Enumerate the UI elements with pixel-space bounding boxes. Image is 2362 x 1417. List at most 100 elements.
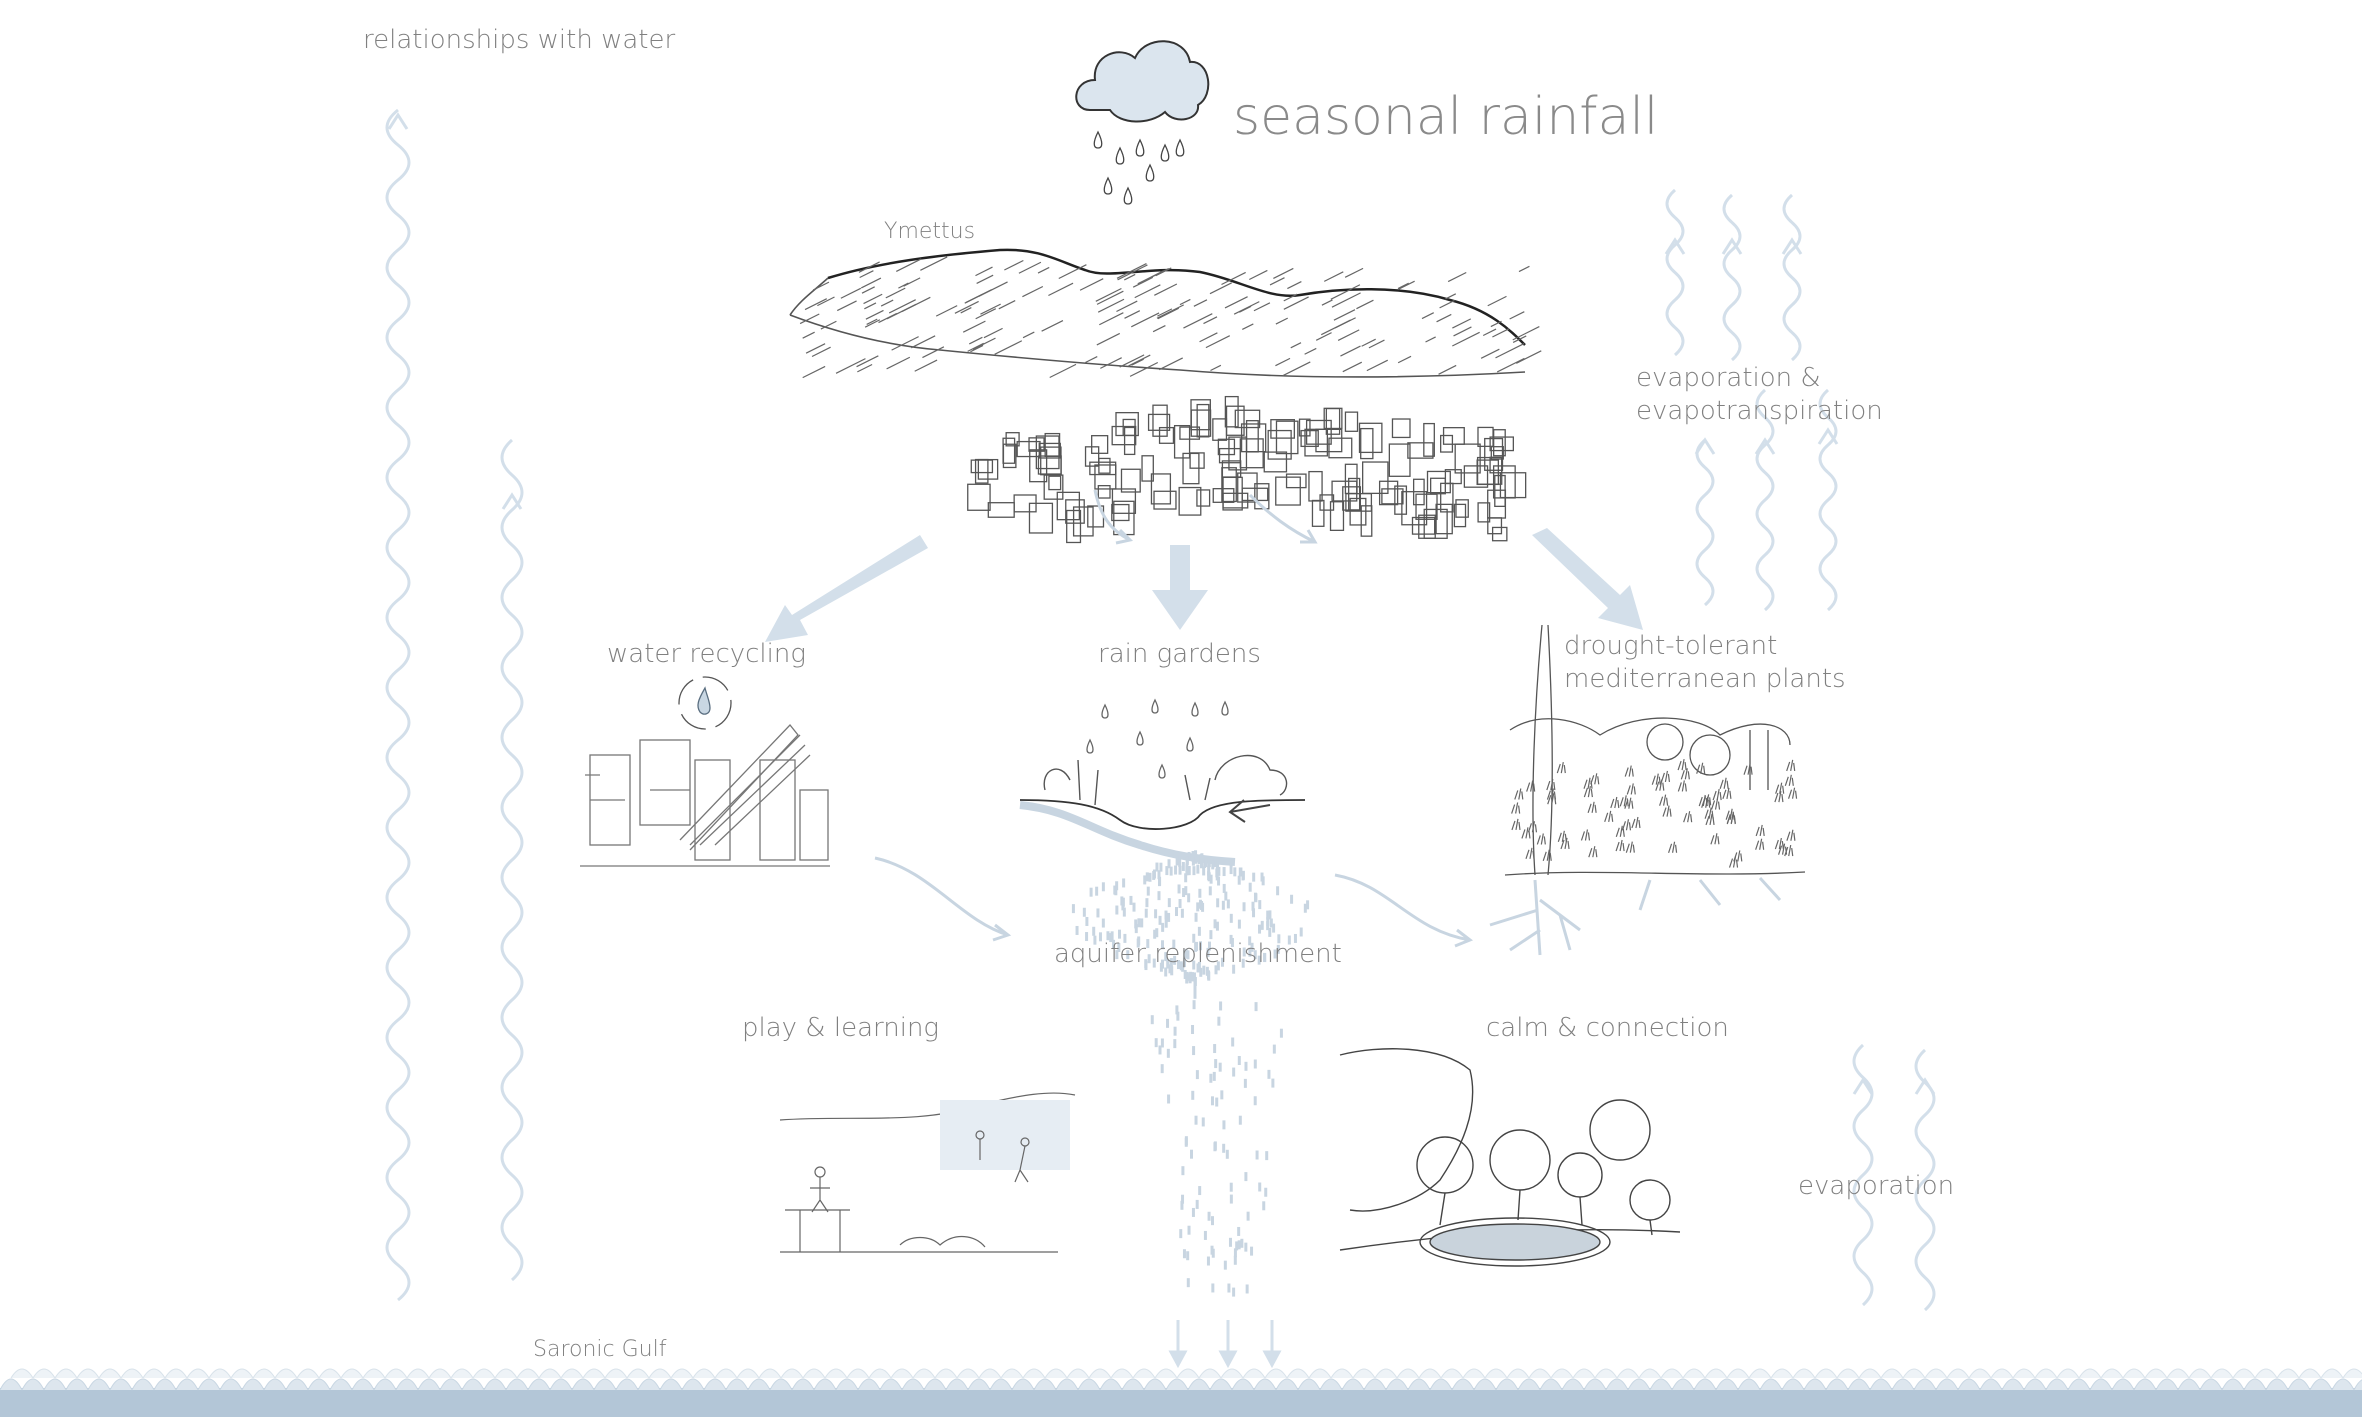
wave-crest [1330,1368,1354,1379]
hatch-line [880,299,894,307]
wave-crest [1506,1368,1530,1379]
hatch-line [1205,335,1231,349]
hatch-line [1304,347,1317,355]
building [1429,477,1446,495]
building [1190,409,1212,437]
wave-crest [1484,1368,1508,1379]
grass-tuft [1755,838,1765,850]
wave-crest [1198,1368,1222,1379]
building [1002,437,1016,464]
hatch-line [865,309,884,320]
grass-tuft [1590,773,1600,785]
hatch-line [1242,323,1254,330]
building [1147,413,1171,431]
grass-tuft [1536,833,1546,845]
wave-crest [626,1368,650,1379]
hatch-line [1321,299,1333,306]
hatch-line [1193,299,1208,307]
building [1254,483,1270,510]
building [1056,491,1081,521]
hatch-line [1152,324,1166,333]
hatch-line [1283,293,1298,302]
rain-garden-sketch [1019,698,1306,866]
hatch-line [1397,282,1410,290]
wave-crest [252,1368,276,1379]
building [1189,452,1205,469]
building [1344,411,1359,432]
wave-crest [461,1378,485,1391]
hatch-line [1366,359,1389,372]
building [1493,429,1506,457]
wave-crest [1264,1368,1288,1379]
wavy-arrow [1665,188,1685,357]
wave-crest [857,1378,881,1391]
hatch-line [888,299,916,314]
building [1331,480,1358,502]
arrow-head [1914,1077,1936,1095]
building [1388,443,1411,477]
wave-crest [890,1368,914,1379]
hatch-line [1158,357,1183,371]
wave-crest [2276,1368,2300,1379]
hatch-line [857,363,873,373]
building [1499,472,1527,499]
hatch-line [1356,299,1374,310]
raindrop [1103,176,1113,195]
grass-tuft [1621,819,1632,831]
wave-crest [725,1378,749,1391]
hatch-line [858,261,880,273]
wave-crest [659,1378,683,1391]
wave-crest [351,1378,375,1391]
grass-tuft [1525,847,1535,860]
wave-crest [593,1378,617,1391]
building [1325,407,1341,435]
grass-tuft [1722,787,1732,800]
building [1240,423,1267,453]
arrow-to-plants [1532,528,1643,630]
rain-cloud-icon [1075,40,1210,123]
grass-tuft [1604,810,1614,823]
mountain-hatching [799,256,1542,379]
wave-crest [1836,1368,1860,1379]
building [1091,435,1109,454]
hatch-line [1480,348,1500,359]
wave-crest [1550,1368,1574,1379]
grass-tuft [1556,761,1566,774]
wave-crest [1022,1368,1046,1379]
building [1141,455,1154,482]
evaporation-bottom-label: evaporation [1798,1171,1955,1201]
hatch-line [1333,309,1356,321]
hatch-line [980,303,1001,315]
building [1173,424,1191,459]
wave-crest [2166,1368,2190,1379]
wavy-arrow [1695,438,1715,607]
wave-crest [98,1368,122,1379]
wave-crest [538,1368,562,1379]
arrow-head [1664,237,1686,255]
wave-crest [1825,1378,1849,1391]
hatch-line [978,281,1008,297]
hatch-line [1283,296,1309,310]
wave-crest [615,1378,639,1391]
building [1426,470,1451,494]
grass-tuft [1527,821,1538,833]
building [1005,432,1020,447]
building [1345,493,1373,512]
hatch-line [1224,296,1248,309]
wave-crest [516,1368,540,1379]
wave-crest [912,1368,936,1379]
building [1089,461,1117,476]
arrow-head [1781,237,1803,255]
grass-tuft [1683,811,1693,823]
wave-crest [2309,1378,2333,1391]
hatch-line [1099,312,1124,326]
wave-crest [2265,1378,2289,1391]
page-title: seasonal rainfall [1233,87,1659,147]
building [1463,465,1489,488]
wave-crest [2210,1368,2234,1379]
grass-tuft [1610,796,1620,809]
wave-crest [2287,1378,2311,1391]
hatch-line [1156,304,1184,319]
building [1489,436,1514,452]
